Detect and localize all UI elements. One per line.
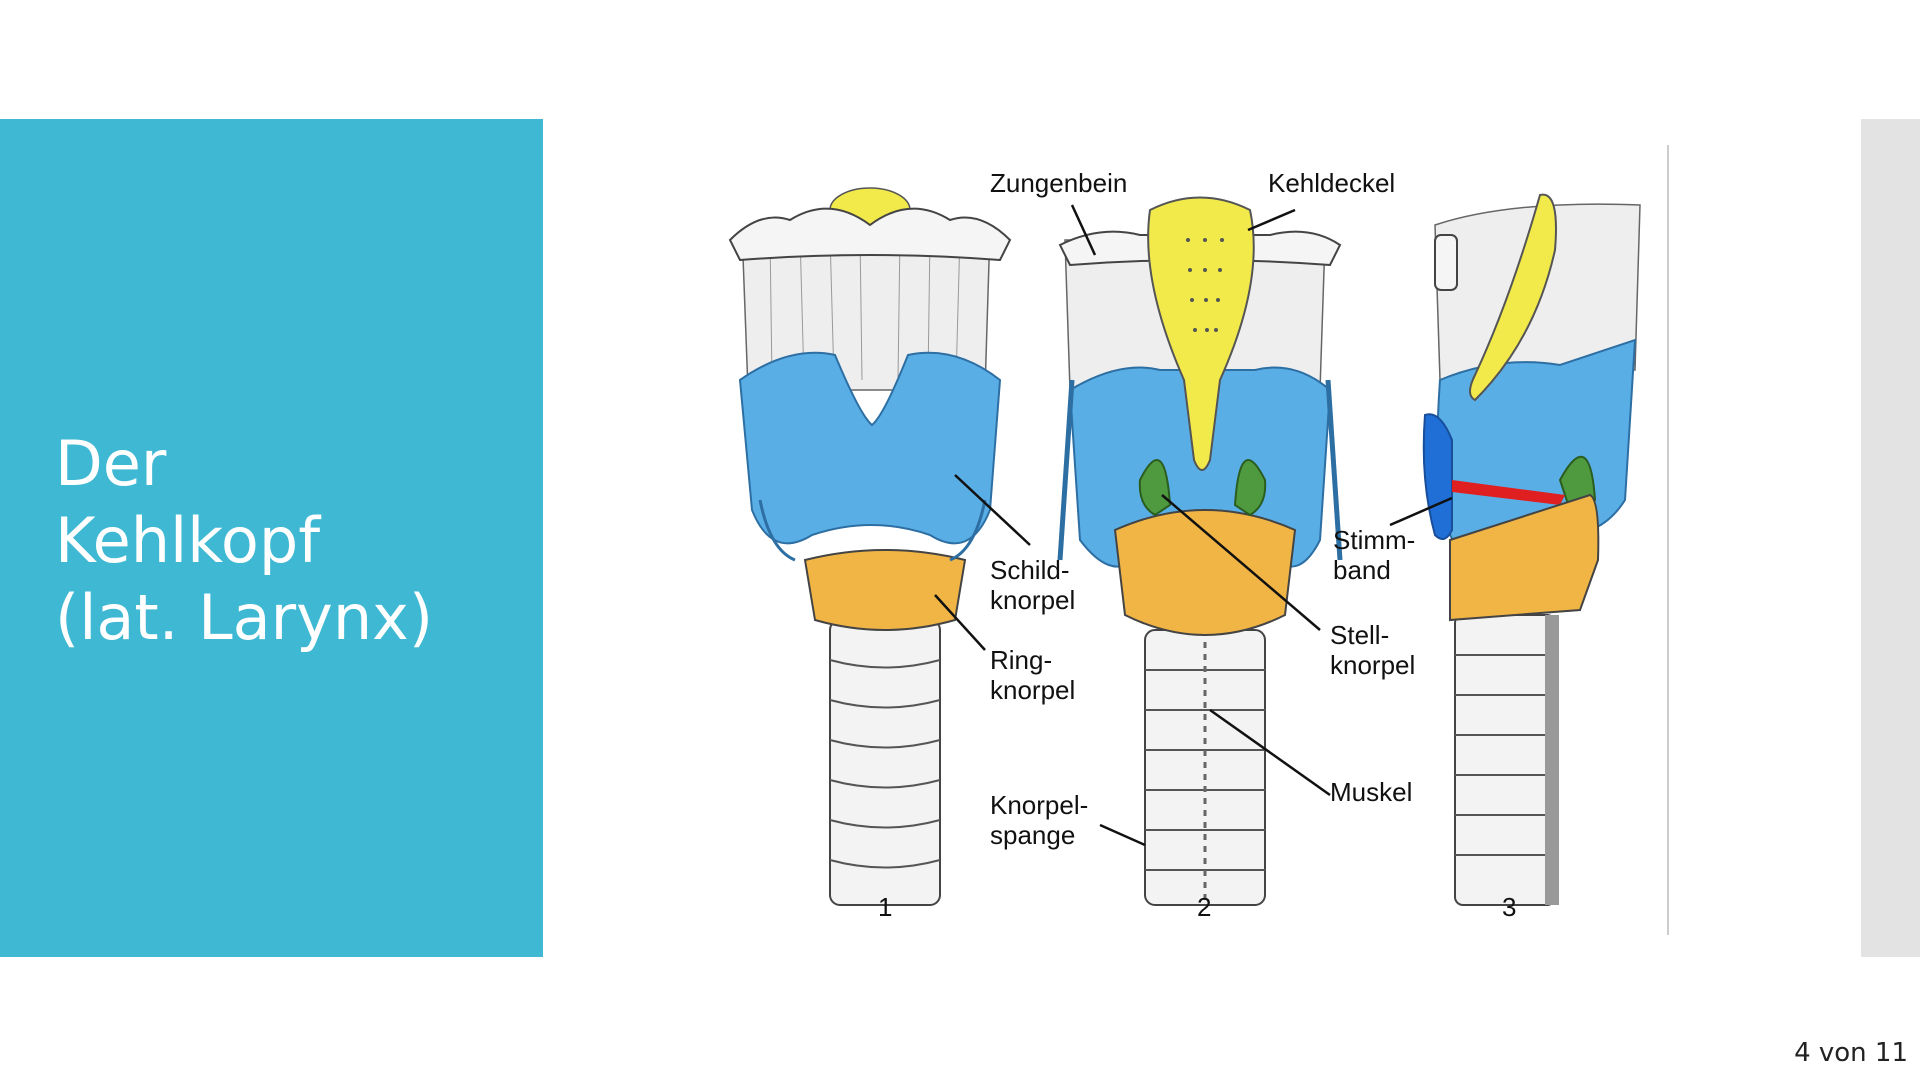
label-knorpelspange: Knorpel- spange <box>990 790 1089 850</box>
larynx-view-back <box>1057 196 1343 906</box>
slide-title: Der Kehlkopf (lat. Larynx) <box>55 425 525 656</box>
side-bar <box>1861 119 1920 957</box>
larynx-view-front <box>728 187 1031 906</box>
label-zungenbein: Zungenbein <box>990 168 1128 198</box>
view-number-3: 3 <box>1502 892 1517 922</box>
label-schildknorpel: Schild- knorpel <box>990 555 1076 615</box>
label-stellknorpel: Stell- knorpel <box>1330 620 1416 680</box>
title-panel <box>0 119 543 957</box>
label-ringknorpel: Ring- knorpel <box>990 645 1076 705</box>
label-muskel: Muskel <box>1330 777 1413 807</box>
larynx-illustration: Zungenbein Kehldeckel Schild- knorpel Ri… <box>700 140 1680 940</box>
title-line-2: Kehlkopf <box>55 504 321 577</box>
page-number: 4 von 11 <box>1794 1038 1908 1068</box>
label-stimmband: Stimm- band <box>1333 525 1416 585</box>
larynx-view-side <box>1389 193 1641 906</box>
view-number-2: 2 <box>1197 892 1212 922</box>
title-line-1: Der <box>55 427 167 500</box>
title-line-3: (lat. Larynx) <box>55 581 434 654</box>
view-number-1: 1 <box>878 892 893 922</box>
label-kehldeckel: Kehldeckel <box>1268 168 1396 198</box>
